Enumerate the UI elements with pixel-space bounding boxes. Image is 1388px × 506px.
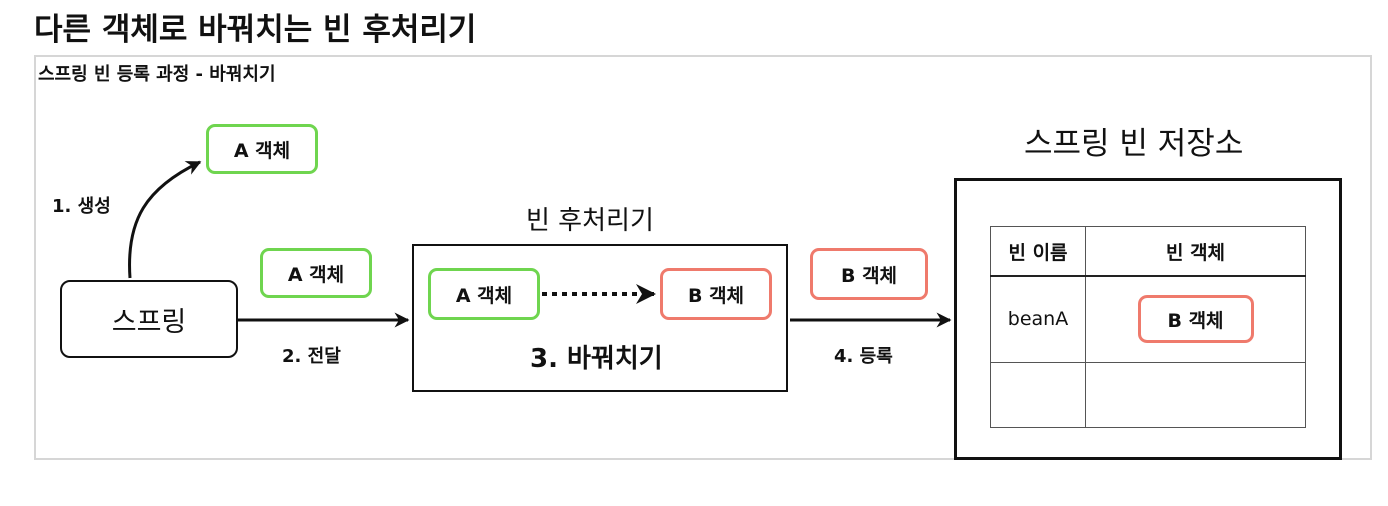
object-a-input: A 객체 — [428, 268, 540, 320]
object-b-output: B 객체 — [660, 268, 772, 320]
step1-label: 1. 생성 — [52, 196, 111, 217]
step3-label: 3. 바꿔치기 — [530, 344, 663, 374]
object-a-created: A 객체 — [206, 124, 318, 174]
table-row: beanA B 객체 — [990, 275, 1306, 363]
panel-title: 스프링 빈 등록 과정 - 바꿔치기 — [38, 64, 276, 85]
cell-empty-object — [1085, 361, 1306, 428]
postprocessor-title: 빈 후처리기 — [526, 206, 654, 236]
bean-store-table: 빈 이름 빈 객체 beanA B 객체 — [990, 226, 1306, 428]
object-b-stored: B 객체 — [1137, 295, 1254, 344]
diagram-panel — [34, 55, 1372, 460]
object-b-registered: B 객체 — [810, 248, 928, 300]
header-bean-name: 빈 이름 — [990, 226, 1086, 277]
arrow-create — [128, 160, 202, 279]
cell-empty-name — [990, 361, 1086, 428]
postprocessor-box — [412, 244, 788, 392]
bean-store-box — [954, 178, 1342, 460]
cell-bean-name: beanA — [990, 275, 1086, 363]
page-title: 다른 객체로 바꿔치는 빈 후처리기 — [34, 12, 477, 48]
spring-box: 스프링 — [60, 280, 238, 358]
table-row — [990, 361, 1306, 428]
table-header-row: 빈 이름 빈 객체 — [990, 226, 1306, 277]
header-bean-object: 빈 객체 — [1085, 226, 1306, 277]
object-a-delivered: A 객체 — [260, 248, 372, 298]
store-title: 스프링 빈 저장소 — [1024, 126, 1244, 162]
spring-label: 스프링 — [111, 306, 187, 338]
cell-bean-object: B 객체 — [1085, 275, 1306, 363]
step4-label: 4. 등록 — [834, 346, 893, 367]
step2-label: 2. 전달 — [282, 346, 341, 367]
